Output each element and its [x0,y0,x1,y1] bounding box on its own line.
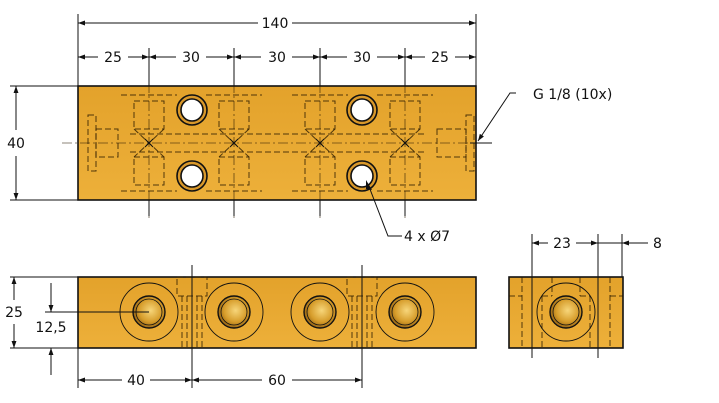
dim-overall-length: 140 [78,16,476,32]
front-view: 25 12,5 40 60 [5,265,477,389]
dim-60-label: 60 [268,373,286,389]
dim-12-5-label: 12,5 [35,320,66,336]
thread-callout: G 1/8 (10x) [470,87,612,144]
mounting-hole-2 [176,160,208,192]
dim-spacing: 40 60 [78,373,362,389]
left-end-port-hidden [87,114,119,172]
dim-seg-2-label: 30 [182,50,200,66]
dim-port-center: 12,5 [35,283,67,375]
thread-callout-label: G 1/8 (10x) [533,87,612,103]
dim-seg-3-label: 30 [268,50,286,66]
dim-seg-1-label: 25 [104,50,122,66]
port-hidden-1 [121,83,177,218]
dim-side-widths: 23 8 [532,236,662,252]
mounting-hole-4 [346,160,378,192]
dim-8-label: 8 [653,236,662,252]
top-view: 140 25 30 30 30 25 40 [7,14,612,245]
front-port-2 [204,282,264,342]
front-port-3 [290,282,350,342]
hole-callout: 4 x Ø7 [366,180,450,245]
dim-height-top: 40 [7,86,25,200]
dim-seg-4-label: 30 [353,50,371,66]
mounting-hole-3 [346,94,378,126]
side-port [536,282,596,342]
dim-seg-5-label: 25 [431,50,449,66]
dim-23-label: 23 [553,236,571,252]
mounting-hole-1 [176,94,208,126]
dim-height-front: 25 [5,277,23,348]
dim-segments: 25 30 30 30 25 [78,50,476,66]
side-view: 23 8 [508,234,662,358]
dim-25-label: 25 [5,305,23,321]
hole-callout-label: 4 x Ø7 [404,229,450,245]
dim-40-label: 40 [7,136,25,152]
dim-140-label: 140 [262,16,289,32]
dim-40-front-label: 40 [127,373,145,389]
front-port-4 [375,282,435,342]
